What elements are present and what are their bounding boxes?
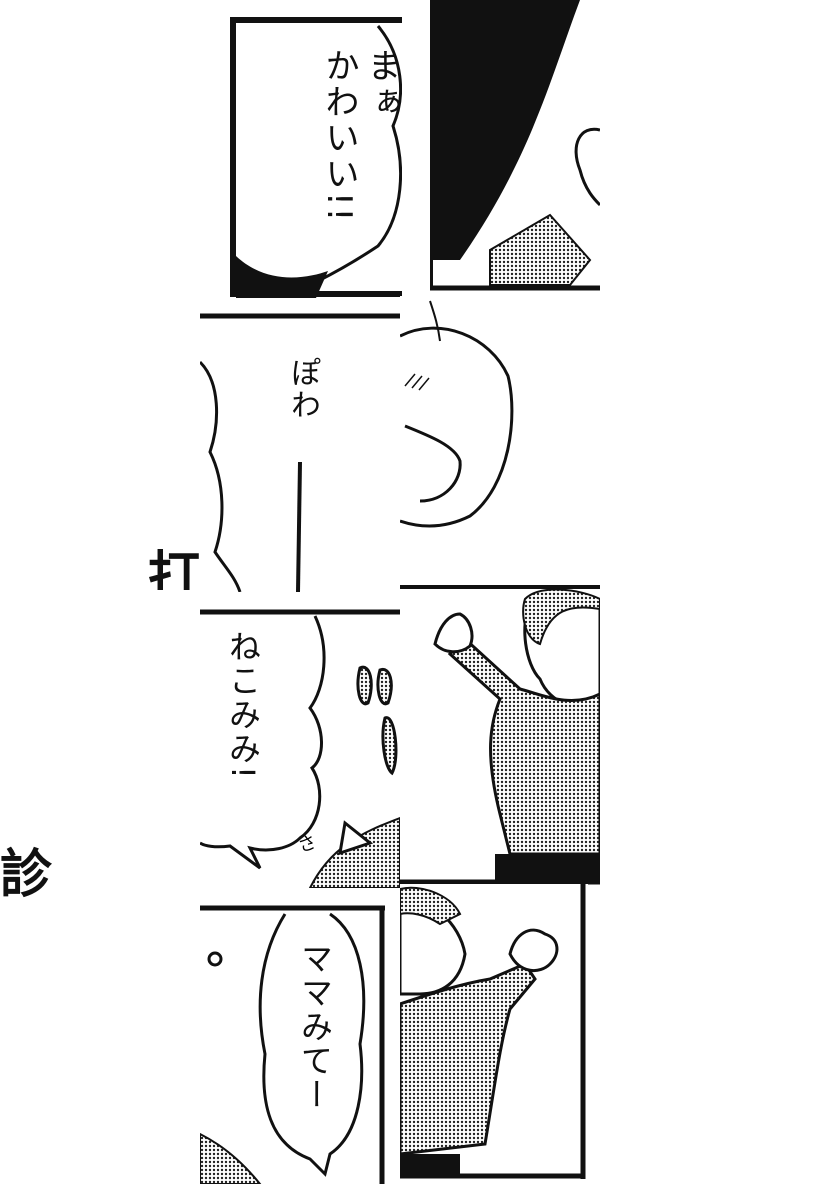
panel-art (400, 300, 514, 528)
bubble-text-maa: まぁ (361, 48, 401, 120)
kanji-fragment-da: 打 (148, 547, 201, 590)
manga-panel-mama-mite: ママみてー (200, 904, 388, 1184)
manga-panel-face (400, 296, 520, 542)
manga-panel-nekomimi: ねこみみ! さ (200, 608, 400, 888)
panel-art (400, 884, 586, 1179)
panel-art (200, 905, 385, 1184)
bubble-text-powa: ぽわ (285, 357, 320, 421)
panel-art (400, 585, 600, 885)
bubble-text-mama-mite: ママみてー (296, 942, 334, 1112)
manga-panel-child-waving-2 (400, 884, 588, 1182)
panel-art (200, 313, 400, 592)
bubble-text-nekomimi: ねこみみ! (224, 630, 262, 781)
panel-art (430, 0, 600, 291)
bubble-text-kawaii: かわいい!! (319, 48, 359, 224)
manga-panel-dark-hair (430, 0, 600, 292)
panel-art (230, 17, 402, 298)
manga-panel-child-waving-1 (400, 584, 600, 886)
manga-panel-powa: ぽわ (200, 312, 400, 592)
panel-art (200, 609, 400, 888)
manga-panel-maa-kawaii: まぁ かわいい!! (228, 16, 402, 298)
kanji-fragment-shin: 診 (0, 845, 53, 905)
